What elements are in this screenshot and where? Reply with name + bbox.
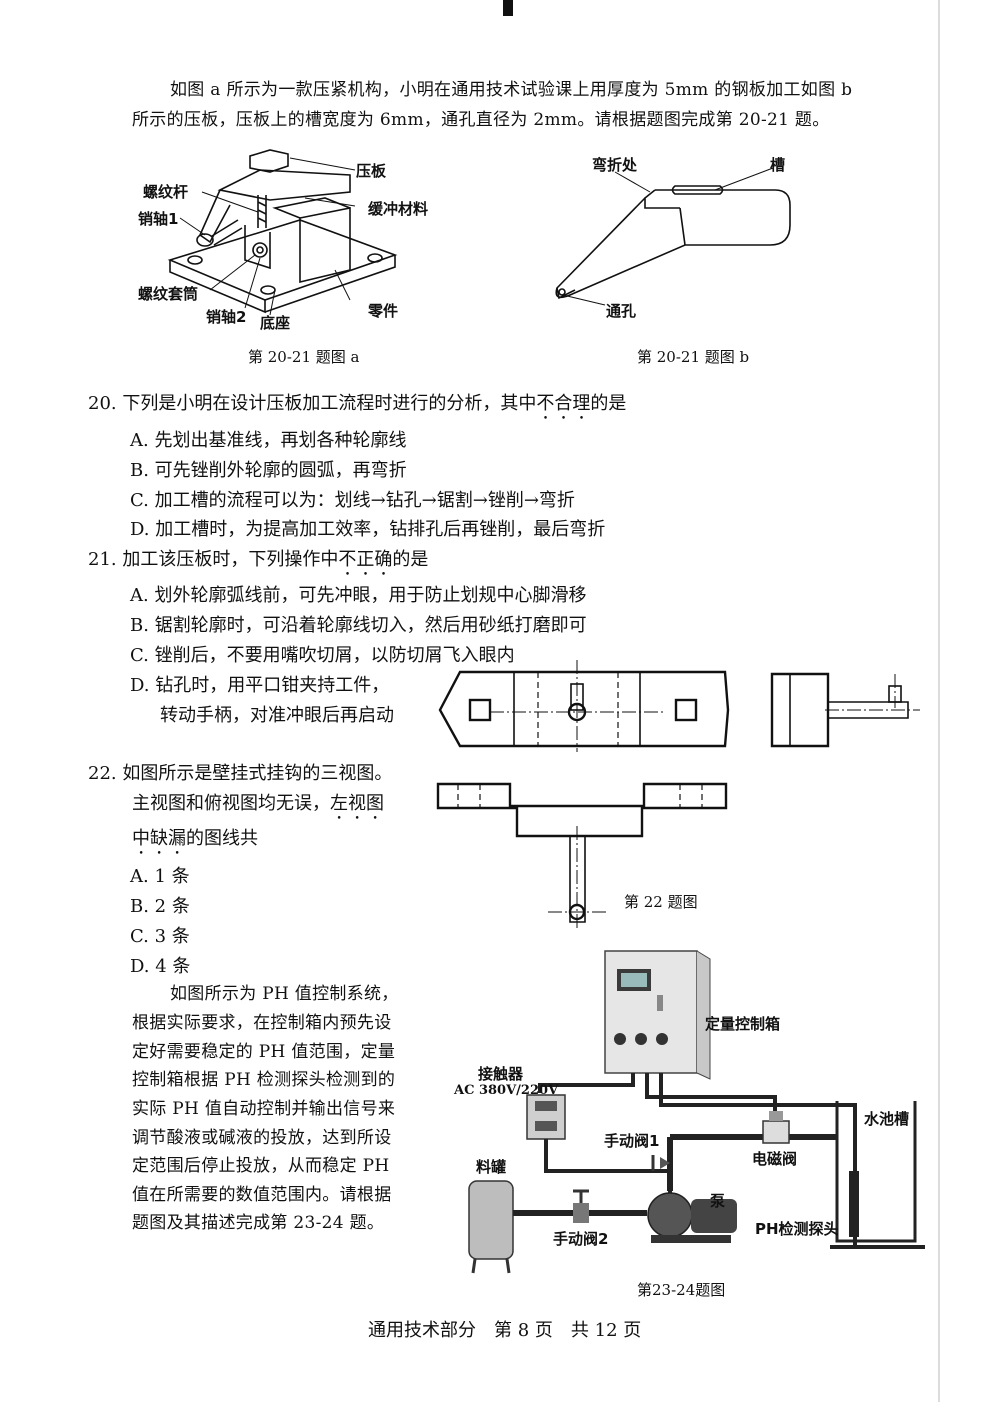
figure-a-mechanism [167,149,398,316]
q22-option-c: C. 3 条 [130,926,190,947]
q22-caption: 第 22 题图 [624,893,698,911]
q21-number: 21. [88,549,117,570]
q21-stem-emphasis: 不正确 [338,549,393,570]
label-bend: 弯折处 [592,156,638,174]
q22-line-3-emphasis: 中缺漏 [132,828,186,849]
q22-line-1: 如图所示是壁挂式挂钩的三视图。 [122,763,393,784]
q20-option-d: D. 加工槽时，为提高加工效率，钻排孔后再锉削，最后弯折 [130,519,606,540]
q20-stem-b: 的是 [590,393,627,414]
figure-b-caption: 第 20-21 题图 b [637,348,750,366]
q22-line-3b: 的图线共 [186,828,258,849]
q22-option-d: D. 4 条 [130,956,191,977]
three-view-drawing [436,660,920,928]
q22-option-b: B. 2 条 [130,896,190,917]
ph-label-solenoid: 电磁阀 [752,1150,798,1168]
q22-line-2-emphasis: 左视图 [330,793,384,814]
q21-option-c: C. 锉削后，不要用嘴吹切屑，以防切屑飞入眼内 [130,645,515,666]
ph-label-ac: AC 380V/220V [454,1083,559,1098]
label-sleeve: 螺纹套筒 [138,285,199,303]
q20-stem-a: 下列是小明在设计压板加工流程时进行的分析，其中 [122,393,537,414]
q21-option-a: A. 划外轮廓弧线前，可先冲眼，用于防止划规中心脚滑移 [130,585,587,606]
ph-line-9: 题图及其描述完成第 23-24 题。 [132,1213,385,1233]
ph-line-3: 定好需要稳定的 PH 值范围，定量 [132,1042,396,1062]
label-pressplate: 压板 [356,162,387,180]
q21-stem: 21. 加工该压板时，下列操作中不正确的是 [88,545,428,580]
ph-line-4: 控制箱根据 PH 检测探头检测到的 [132,1070,396,1090]
ph-line-5: 实际 PH 值自动控制并输出信号来 [132,1099,396,1119]
q20-number: 20. [88,393,117,414]
ph-line-6: 调节酸液或碱液的投放，达到所设 [132,1128,392,1148]
label-part: 零件 [368,302,399,320]
ph-label-drum: 料罐 [476,1158,507,1176]
ph-label-pump: 泵 [710,1192,726,1210]
label-pin2: 销轴2 [206,308,247,326]
ph-line-8: 值在所需要的数值范围内。请根据 [132,1185,392,1205]
page-edge [938,0,940,1402]
ph-label-tank: 水池槽 [864,1110,910,1128]
q20-stem-emphasis: 不合理 [536,393,591,414]
q20-option-b: B. 可先锉削外轮廓的圆弧，再弯折 [130,460,407,481]
ph-caption: 第23-24题图 [637,1281,726,1299]
q21-stem-a: 加工该压板时，下列操作中 [122,549,339,570]
label-screwrod: 螺纹杆 [143,183,189,201]
scan-mark [503,0,513,16]
figure-a-caption: 第 20-21 题图 a [248,348,360,366]
figure-b-plate [555,167,791,306]
q21-option-b: B. 锯割轮廓时，可沿着轮廓线切入，然后用砂纸打磨即可 [130,615,587,636]
q20-stem: 20. 下列是小明在设计压板加工流程时进行的分析，其中不合理的是 [88,389,626,424]
ph-label-valve2: 手动阀2 [553,1230,609,1248]
q21-option-d: D. 钻孔时，用平口钳夹持工件， [130,675,390,696]
label-slot: 槽 [770,156,786,174]
ph-label-probe: PH检测探头 [755,1220,839,1238]
q20-option-a: A. 先划出基准线，再划各种轮廓线 [130,430,407,451]
q22-option-a: A. 1 条 [130,866,190,887]
q20-option-c: C. 加工槽的流程可以为：划线→钻孔→锯割→锉削→弯折 [130,490,575,511]
label-buffer: 缓冲材料 [368,200,429,218]
ph-line-1: 如图所示为 PH 值控制系统， [170,984,399,1004]
q22-number: 22. [88,763,117,784]
intro-line-1: 如图 a 所示为一款压紧机构，小明在通用技术试验课上用厚度为 5mm 的钢板加工… [170,80,853,100]
q21-option-d-cont: 转动手柄，对准冲眼后再启动 [160,705,394,726]
ph-label-valve1: 手动阀1 [604,1132,660,1150]
q22-stem-line-2: 主视图和俯视图均无误，左视图 [132,789,384,824]
ph-label-contactor: 接触器 [478,1065,524,1083]
label-pin1: 销轴1 [138,210,179,228]
page-footer: 通用技术部分 第 8 页 共 12 页 [368,1320,642,1341]
q22-stem-line-1: 22. 如图所示是壁挂式挂钩的三视图。 [88,759,392,785]
q21-stem-b: 的是 [392,549,429,570]
label-hole: 通孔 [606,302,637,320]
ph-line-2: 根据实际要求，在控制箱内预先设 [132,1013,392,1033]
ph-label-box: 定量控制箱 [705,1015,781,1033]
intro-line-2: 所示的压板，压板上的槽宽度为 6mm，通孔直径为 2mm。请根据题图完成第 20… [132,110,830,130]
q22-stem-line-3: 中缺漏的图线共 [132,824,258,859]
q22-line-2a: 主视图和俯视图均无误， [132,793,330,814]
ph-system-diagram [468,950,925,1274]
label-base: 底座 [260,314,291,332]
ph-line-7: 定范围后停止投放，从而稳定 PH [132,1156,390,1176]
